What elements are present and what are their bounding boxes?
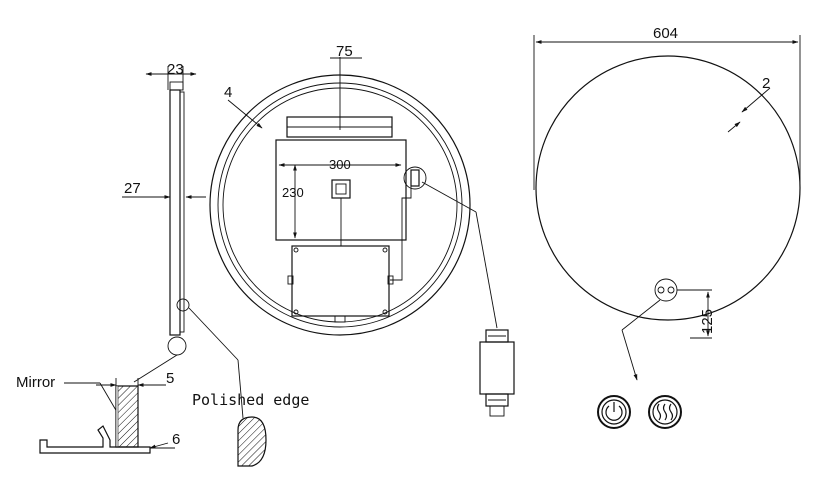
dim-button-offset: 125 <box>699 309 716 334</box>
dim-plate-height: 230 <box>282 185 304 200</box>
dim-edge: 2 <box>762 75 770 92</box>
driver-box <box>479 329 515 417</box>
front-view: 604 2 125 <box>533 25 801 381</box>
label-polished-edge: Polished edge <box>192 391 309 409</box>
label-mirror: Mirror <box>16 374 55 391</box>
dim-frame: 4 <box>224 84 232 101</box>
dim-mirror-thickness: 5 <box>166 370 174 387</box>
back-view: 75 4 300 230 <box>209 43 498 336</box>
dim-top-box: 75 <box>336 43 353 60</box>
side-view: 23 27 <box>122 61 244 419</box>
defog-heat-icon <box>648 395 682 429</box>
dim-side-thickness: 23 <box>167 61 184 78</box>
section-detail: Mirror 5 6 Polished edge <box>16 370 309 467</box>
power-icon <box>597 395 631 429</box>
dim-diameter: 604 <box>653 25 678 42</box>
dim-bracket: 6 <box>172 431 180 448</box>
dim-side-depth: 27 <box>124 180 141 197</box>
dim-plate-width: 300 <box>329 157 351 172</box>
